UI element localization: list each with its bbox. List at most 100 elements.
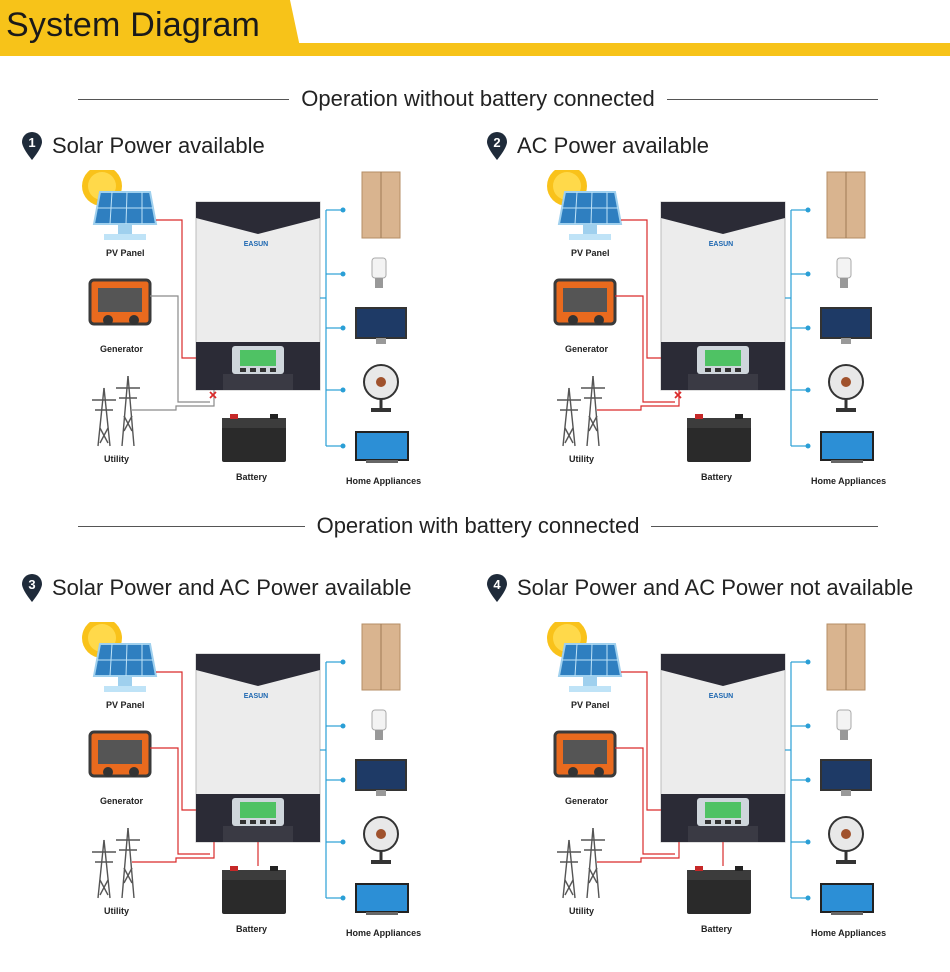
brand-logo: EASUN	[244, 693, 269, 700]
plug-icon	[805, 325, 811, 331]
inverter-icon: EASUN	[195, 653, 321, 843]
panel-title-text: Solar Power and AC Power not available	[517, 575, 914, 600]
generator-icon	[88, 730, 152, 778]
panel-title-text: Solar Power and AC Power available	[52, 575, 412, 600]
wiring	[132, 207, 346, 449]
number-pin-icon: 1	[20, 131, 44, 161]
plug-icon	[340, 443, 346, 449]
utility-label: Utility	[104, 454, 130, 464]
refrigerator-icon	[361, 171, 401, 239]
section-title: Operation without battery connected	[301, 86, 655, 111]
wiring	[597, 659, 811, 901]
system-diagram: EASUN	[547, 622, 874, 915]
generator-label: Generator	[565, 796, 609, 806]
battery-icon	[687, 414, 751, 462]
utility-label: Utility	[569, 454, 595, 464]
solar-panel-icon	[557, 191, 623, 240]
pin-number: 4	[493, 577, 501, 592]
disconnected-x-icon	[209, 391, 217, 399]
battery-label: Battery	[236, 472, 268, 482]
light-bulb-icon	[836, 709, 852, 740]
fan-icon	[363, 816, 399, 864]
battery-label: Battery	[236, 924, 268, 934]
utility-pylon-icon	[557, 827, 605, 899]
fan-icon	[828, 364, 864, 412]
page-title: System Diagram	[6, 6, 261, 44]
plug-icon	[805, 839, 811, 845]
utility-pylon-icon	[92, 827, 140, 899]
plug-icon	[805, 443, 811, 449]
home-appliances-label: Home Appliances	[346, 928, 422, 938]
panel-title: 2 AC Power available	[485, 130, 709, 162]
system-diagram: EASUN	[547, 170, 874, 463]
wiring	[597, 207, 811, 449]
generator-label: Generator	[100, 796, 144, 806]
panel-title: 4 Solar Power and AC Power not available	[485, 572, 913, 604]
plug-icon	[805, 895, 811, 901]
generator-label: Generator	[100, 344, 144, 354]
plug-icon	[805, 777, 811, 783]
light-bulb-icon	[371, 257, 387, 288]
wiring	[132, 659, 346, 901]
home-appliances-label: Home Appliances	[811, 476, 887, 486]
pv-panel-label: PV Panel	[106, 248, 145, 258]
section-divider-without-battery: Operation without battery connected	[78, 84, 879, 114]
inverter-icon: EASUN	[660, 201, 786, 391]
plug-icon	[340, 325, 346, 331]
plug-icon	[340, 659, 346, 665]
refrigerator-icon	[826, 623, 866, 691]
brand-logo: EASUN	[244, 241, 269, 248]
system-diagram: EASUN	[82, 622, 409, 915]
tv-icon	[355, 883, 409, 915]
fan-icon	[363, 364, 399, 412]
tv-icon	[820, 883, 874, 915]
pv-panel-label: PV Panel	[571, 700, 610, 710]
plug-icon	[805, 207, 811, 213]
generator-icon	[88, 278, 152, 326]
utility-label: Utility	[104, 906, 130, 916]
plug-icon	[340, 207, 346, 213]
light-bulb-icon	[836, 257, 852, 288]
generator-label: Generator	[565, 344, 609, 354]
utility-label: Utility	[569, 906, 595, 916]
light-bulb-icon	[371, 709, 387, 740]
system-diagram: EASUN	[82, 170, 409, 463]
plug-icon	[805, 387, 811, 393]
monitor-icon	[820, 307, 872, 344]
plug-icon	[340, 723, 346, 729]
home-appliances-label: Home Appliances	[811, 928, 887, 938]
header-band: System Diagram	[0, 0, 950, 56]
brand-logo: EASUN	[709, 693, 734, 700]
monitor-icon	[820, 759, 872, 796]
solar-panel-icon	[92, 643, 158, 692]
plug-icon	[805, 723, 811, 729]
battery-label: Battery	[701, 924, 733, 934]
panel-title-text: Solar Power available	[52, 133, 265, 158]
generator-icon	[553, 278, 617, 326]
refrigerator-icon	[361, 623, 401, 691]
header-tab	[0, 0, 300, 47]
section-title: Operation with battery connected	[316, 513, 640, 538]
panel-title-text: AC Power available	[517, 133, 709, 158]
pin-number: 1	[28, 135, 35, 150]
number-pin-icon: 2	[485, 131, 509, 161]
plug-icon	[340, 777, 346, 783]
pin-number: 2	[493, 135, 500, 150]
fan-icon	[828, 816, 864, 864]
tv-icon	[820, 431, 874, 463]
tv-icon	[355, 431, 409, 463]
battery-icon	[222, 866, 286, 914]
battery-icon	[222, 414, 286, 462]
disconnected-x-icon	[674, 391, 682, 399]
pv-panel-label: PV Panel	[106, 700, 145, 710]
monitor-icon	[355, 307, 407, 344]
number-pin-icon: 4	[485, 573, 509, 603]
plug-icon	[340, 387, 346, 393]
utility-pylon-icon	[557, 375, 605, 447]
solar-panel-icon	[557, 643, 623, 692]
